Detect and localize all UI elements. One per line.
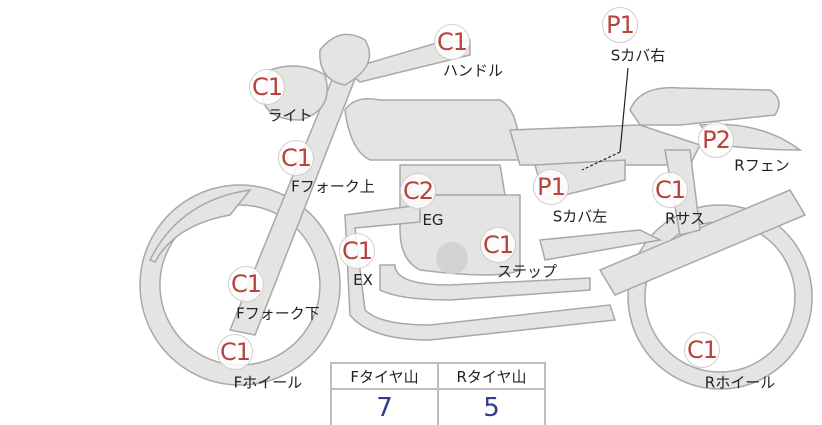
front-tire-value: 7 bbox=[330, 388, 439, 425]
part-label: Rサス bbox=[664, 209, 706, 228]
part-label: Fフォーク下 bbox=[236, 304, 320, 323]
part-label: EX bbox=[353, 271, 373, 289]
part-label: Sカバ右 bbox=[610, 46, 666, 65]
part-grade-badge[interactable]: P2 bbox=[698, 122, 734, 158]
part-label: Rホイール bbox=[704, 373, 776, 392]
part-grade-badge[interactable]: C1 bbox=[652, 172, 688, 208]
part-label: Rフェン bbox=[734, 156, 790, 175]
rear-tire-header: Rタイヤ山 bbox=[437, 362, 546, 390]
part-label: ライト bbox=[267, 106, 313, 125]
part-label: Sカバ左 bbox=[552, 207, 608, 226]
part-grade-badge[interactable]: C1 bbox=[684, 332, 720, 368]
part-grade-badge[interactable]: C1 bbox=[278, 140, 314, 176]
front-tire-header: Fタイヤ山 bbox=[330, 362, 439, 390]
part-grade-badge[interactable]: C1 bbox=[434, 24, 470, 60]
part-label: Fホイール bbox=[233, 373, 303, 392]
part-label: EG bbox=[422, 211, 444, 229]
part-grade-badge[interactable]: C2 bbox=[400, 173, 436, 209]
part-grade-badge[interactable]: C1 bbox=[249, 69, 285, 105]
part-grade-badge[interactable]: C1 bbox=[339, 233, 375, 269]
part-label: ハンドル bbox=[442, 61, 504, 80]
part-grade-badge[interactable]: C1 bbox=[217, 334, 253, 370]
part-grade-badge[interactable]: P1 bbox=[533, 169, 569, 205]
part-grade-badge[interactable]: C1 bbox=[228, 266, 264, 302]
part-grade-badge[interactable]: P1 bbox=[602, 7, 638, 43]
part-grade-badge[interactable]: C1 bbox=[480, 227, 516, 263]
part-label: Fフォーク上 bbox=[291, 177, 375, 196]
part-label: ステップ bbox=[496, 262, 558, 281]
rear-tire-value: 5 bbox=[437, 388, 546, 425]
